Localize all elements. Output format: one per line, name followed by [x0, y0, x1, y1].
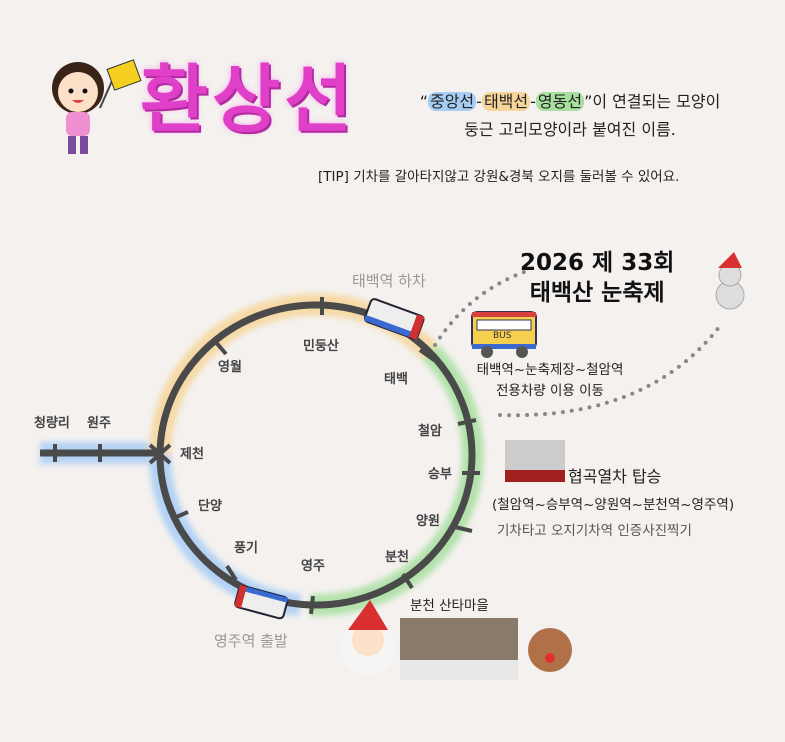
bus-icon	[471, 311, 537, 358]
station-ticks	[53, 297, 480, 615]
bus-info-line-1: 태백역~눈축제장~철암역	[476, 362, 624, 378]
description-line-2: 둥근 고리모양이라 붙여진 이름.	[464, 120, 676, 139]
station-cheongnyangni: 청량리	[34, 416, 70, 431]
station-punggi: 풍기	[234, 541, 258, 556]
festival-title-line-2: 태백산 눈축제	[529, 280, 665, 306]
station-taebaek: 태백	[384, 372, 408, 387]
taebaek-getoff-label: 태백역 하차	[352, 272, 426, 290]
train-icon-bottom	[234, 584, 289, 620]
dash: -	[476, 92, 482, 111]
canyon-train-photo	[505, 440, 565, 482]
canyon-train-title: 협곡열차 탑승	[568, 467, 662, 486]
dotted-path-to-festival	[433, 268, 532, 347]
yeongju-depart-label: 영주역 출발	[214, 632, 288, 650]
page-title: 환상선	[140, 57, 357, 143]
festival-title: 2026 제 33회 태백산 눈축제	[520, 248, 674, 308]
bus-info: 태백역~눈축제장~철암역 전용차량 이용 이동	[465, 360, 635, 402]
santa-village-images	[340, 600, 572, 680]
station-buncheon: 분천	[385, 550, 409, 565]
train-icon-top	[363, 298, 425, 340]
description-tail: ”이 연결되는 모양이	[584, 92, 721, 111]
description: “중앙선-태백선-영동선”이 연결되는 모양이 둥근 고리모양이라 붙여진 이름…	[385, 88, 755, 144]
jungang-line-label: 중앙선	[427, 92, 477, 111]
tip-text: [TIP] 기차를 갈아타지않고 강원&경북 오지를 둘러볼 수 있어요.	[318, 169, 680, 185]
station-mindungsan: 민둥산	[303, 339, 339, 354]
quote: “	[419, 92, 428, 111]
station-cheoram: 철암	[418, 424, 442, 439]
station-danyang: 단양	[198, 499, 222, 514]
festival-title-line-1: 2026 제 33회	[520, 250, 675, 276]
canyon-train-route: (철암역~승부역~양원역~분천역~영주역)	[492, 497, 735, 513]
bus-info-line-2: 전용차량 이용 이동	[496, 383, 604, 399]
description-line-1: “중앙선-태백선-영동선”이 연결되는 모양이	[385, 88, 755, 116]
station-yangwon: 양원	[416, 514, 440, 529]
taebaek-line-label: 태백선	[481, 92, 531, 111]
bus-label: BUS	[493, 331, 512, 341]
dash: -	[530, 92, 536, 111]
station-seungbu: 승부	[428, 467, 452, 482]
station-jecheon: 제천	[180, 447, 204, 462]
canyon-train-note: 기차타고 오지기차역 인증사진찍기	[497, 523, 692, 539]
station-yeongju: 영주	[301, 559, 325, 574]
santa-village-label: 분천 산타마을	[410, 598, 489, 614]
station-yeongwol: 영월	[218, 360, 242, 375]
station-wonju: 원주	[87, 416, 111, 431]
snowman-icon	[715, 252, 745, 310]
yeongdong-line-label: 영동선	[535, 92, 585, 111]
girl-mascot-illustration	[52, 59, 142, 154]
dotted-path-snowman	[498, 320, 725, 418]
